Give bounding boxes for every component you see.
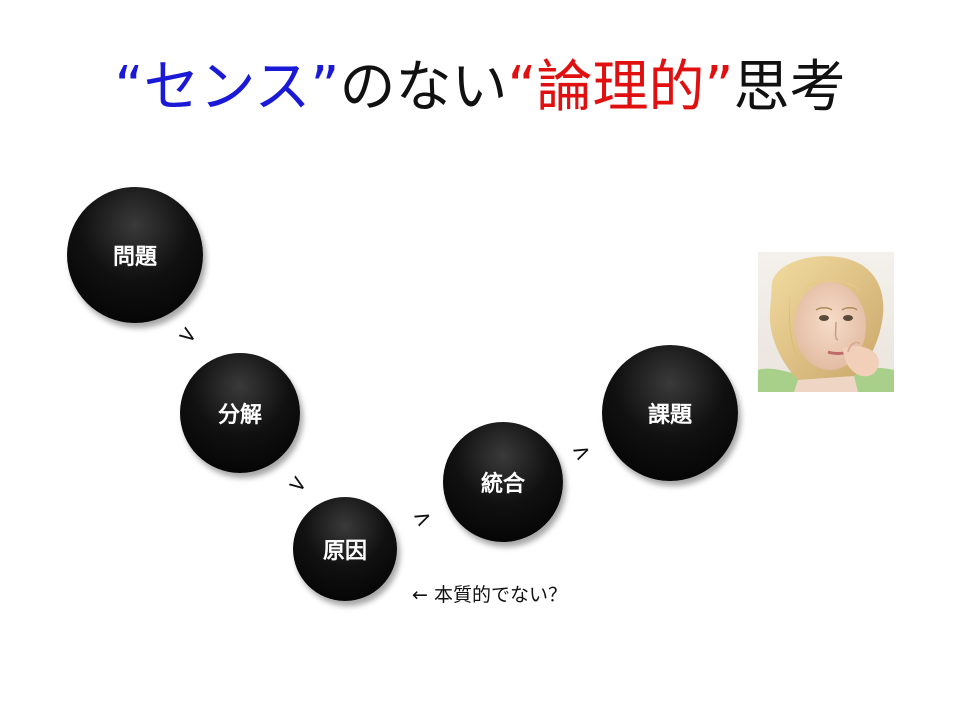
- title-middle: のない: [339, 55, 508, 120]
- node-issue: 課題: [602, 345, 738, 481]
- arrow-3-glyph: >: [409, 503, 437, 534]
- node-problem-label: 問題: [112, 245, 157, 270]
- note-not-essential: ← 本質的でない？: [412, 584, 567, 606]
- thinking-woman-illustration: [758, 252, 894, 392]
- thinking-woman-photo: [758, 252, 894, 392]
- node-decompose-label: 分解: [217, 403, 262, 428]
- title-thinking: 思考: [733, 55, 846, 120]
- title-quote-open-1: “: [114, 55, 144, 120]
- node-integrate: 統合: [443, 422, 563, 542]
- title-logical: 論理的: [536, 55, 705, 120]
- arrow-3: >: [409, 503, 437, 534]
- title-sense: センス: [143, 55, 311, 120]
- arrow-1-glyph: >: [172, 320, 203, 352]
- title-quote-close-1: ”: [310, 55, 340, 120]
- node-integrate-label: 統合: [480, 472, 525, 497]
- node-problem: 問題: [67, 187, 203, 323]
- arrow-2-glyph: >: [282, 469, 313, 501]
- arrow-4-glyph: >: [568, 437, 596, 468]
- slide-title: “センス”のない“論理的”思考: [0, 52, 960, 124]
- node-decompose: 分解: [180, 353, 300, 473]
- arrow-2: >: [282, 469, 313, 501]
- node-issue-label: 課題: [647, 403, 692, 428]
- node-cause: 原因: [293, 497, 397, 601]
- title-quote-open-2: “: [507, 55, 537, 120]
- node-cause-label: 原因: [322, 539, 367, 564]
- arrow-4: >: [568, 437, 596, 468]
- title-quote-close-2: ”: [704, 55, 734, 120]
- arrow-1: >: [172, 320, 203, 352]
